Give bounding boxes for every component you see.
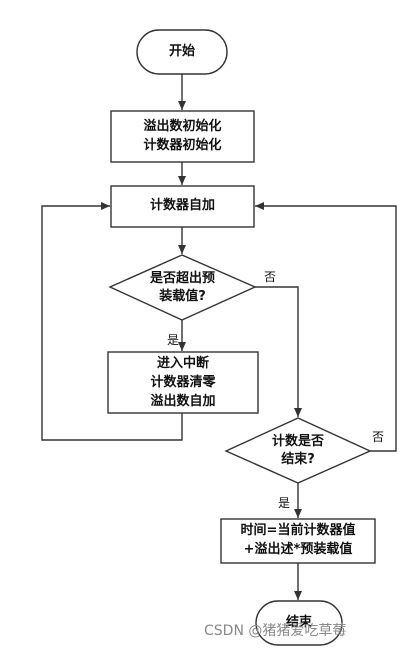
end-label: 结束 bbox=[285, 615, 312, 630]
interrupt-label-line3: 溢出数自加 bbox=[150, 394, 216, 409]
arrow-end-no-loop bbox=[255, 202, 397, 452]
end-check-line1: 计数是否 bbox=[271, 434, 324, 449]
end-check-yes-label: 是 bbox=[278, 496, 291, 510]
arrow-loop-back bbox=[41, 202, 183, 441]
init-label-line2: 计数器初始化 bbox=[143, 138, 222, 153]
init-process bbox=[110, 110, 255, 163]
arrow-decision-no bbox=[255, 286, 302, 417]
overflow-no-label: 否 bbox=[264, 270, 277, 284]
result-label-line2: +溢出述*预装载值 bbox=[243, 542, 353, 557]
start-label: 开始 bbox=[168, 44, 195, 59]
interrupt-process bbox=[107, 351, 259, 414]
interrupt-label-line1: 进入中断 bbox=[156, 356, 209, 371]
result-label-line1: 时间=当前计数器值 bbox=[240, 523, 356, 538]
end-terminal bbox=[255, 600, 343, 646]
overflow-decision-line1: 是否超出预 bbox=[149, 271, 215, 286]
overflow-decision-line2: 装载值? bbox=[159, 289, 206, 304]
end-check-no-label: 否 bbox=[372, 430, 385, 444]
end-check-line2: 结束? bbox=[281, 452, 315, 467]
overflow-yes-label: 是 bbox=[167, 333, 180, 347]
increment-process bbox=[110, 185, 255, 228]
result-process bbox=[220, 518, 376, 564]
interrupt-label-line2: 计数器清零 bbox=[150, 375, 216, 390]
increment-label: 计数器自加 bbox=[149, 198, 215, 213]
init-label-line1: 溢出数初始化 bbox=[143, 119, 222, 134]
watermark: CSDN @猪猪爱吃草莓 bbox=[204, 623, 347, 639]
